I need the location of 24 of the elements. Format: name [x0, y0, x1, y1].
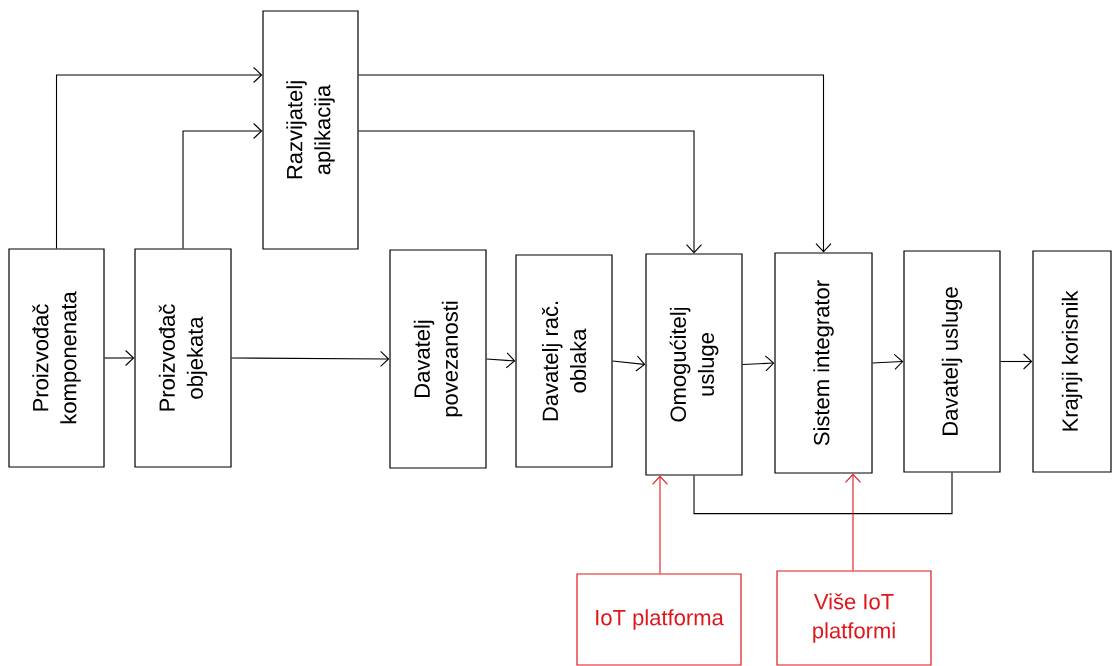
arrow	[182, 122, 263, 249]
process-box: Proizvođač objekata	[134, 248, 232, 468]
arrow	[231, 350, 390, 367]
process-box: Davatelj usluge	[903, 250, 1001, 473]
arrow	[872, 353, 904, 370]
platform-box: Više IoT platformi	[776, 570, 932, 666]
process-box: Davatelj rač. oblaka	[515, 254, 613, 468]
arrow	[651, 475, 669, 574]
process-box: Krajnji korisnik	[1032, 250, 1112, 473]
process-box: Omogućitelj usluge	[645, 253, 743, 476]
arrow	[1000, 353, 1033, 370]
process-box: Sistem integrator	[774, 252, 873, 474]
arrow	[358, 74, 832, 253]
arrow	[55, 66, 263, 249]
process-box: Davatelj povezanosti	[389, 249, 487, 469]
process-box: Razvijatelj aplikacija	[262, 10, 359, 250]
arrow	[844, 473, 862, 571]
arrow	[486, 352, 516, 369]
arrow	[358, 130, 703, 254]
process-box: Proizvođač komponenata	[8, 248, 105, 468]
arrow	[612, 355, 646, 372]
arrow	[742, 355, 775, 372]
platform-box: IoT platforma	[576, 573, 742, 666]
arrow	[104, 349, 135, 367]
